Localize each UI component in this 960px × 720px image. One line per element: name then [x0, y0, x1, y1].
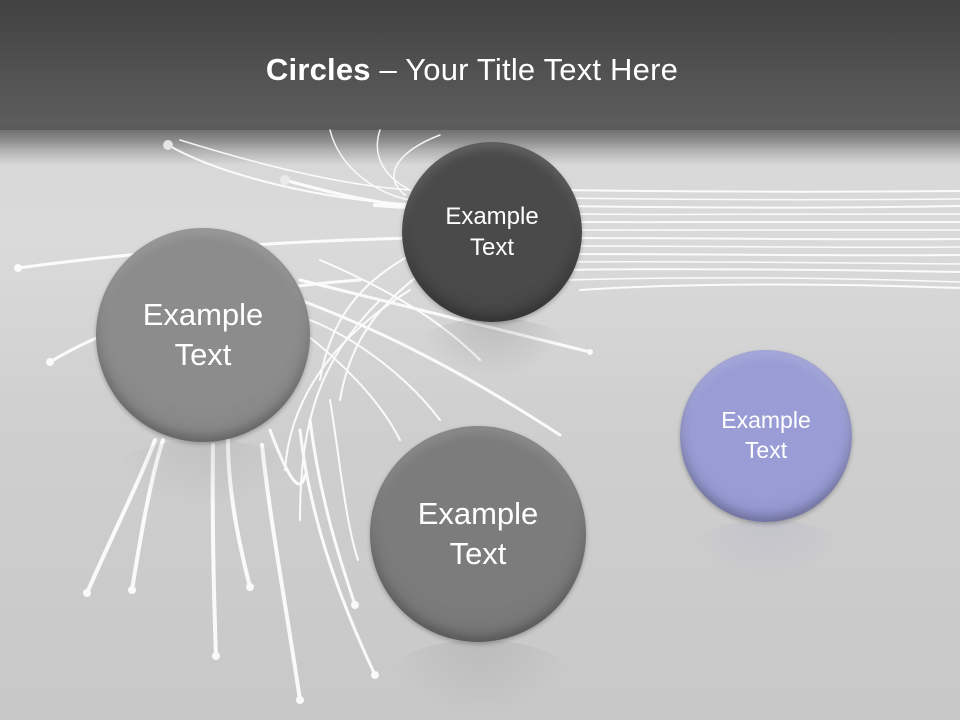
circle-label-line2: Text [469, 234, 514, 261]
circle-label-line2: Text [174, 337, 232, 372]
circle-label-line2: Text [449, 536, 507, 571]
circle-reflection [385, 640, 575, 720]
slide-title-bold: Circles [265, 52, 371, 87]
slide-title: Circles – Your Title Text Here [0, 52, 944, 88]
circle-reflection [110, 440, 300, 510]
circle-reflection [690, 520, 845, 580]
circle-label-line1: Example [417, 495, 539, 531]
circle-label-line2: Text [744, 437, 788, 463]
circle-reflection [418, 318, 568, 378]
circle-bottom-center[interactable]: Example Text [370, 426, 586, 642]
slide-title-rest: – Your Title Text Here [370, 52, 679, 87]
circle-label-line1: Example [142, 296, 264, 332]
title-bar [0, 0, 960, 130]
circle-right-accent[interactable]: Example Text [680, 350, 852, 522]
circle-label-line1: Example [721, 407, 811, 434]
circle-top-dark[interactable]: Example Text [402, 142, 582, 322]
circle-label-line1: Example [445, 202, 539, 230]
circle-left-large[interactable]: Example Text [96, 228, 310, 442]
